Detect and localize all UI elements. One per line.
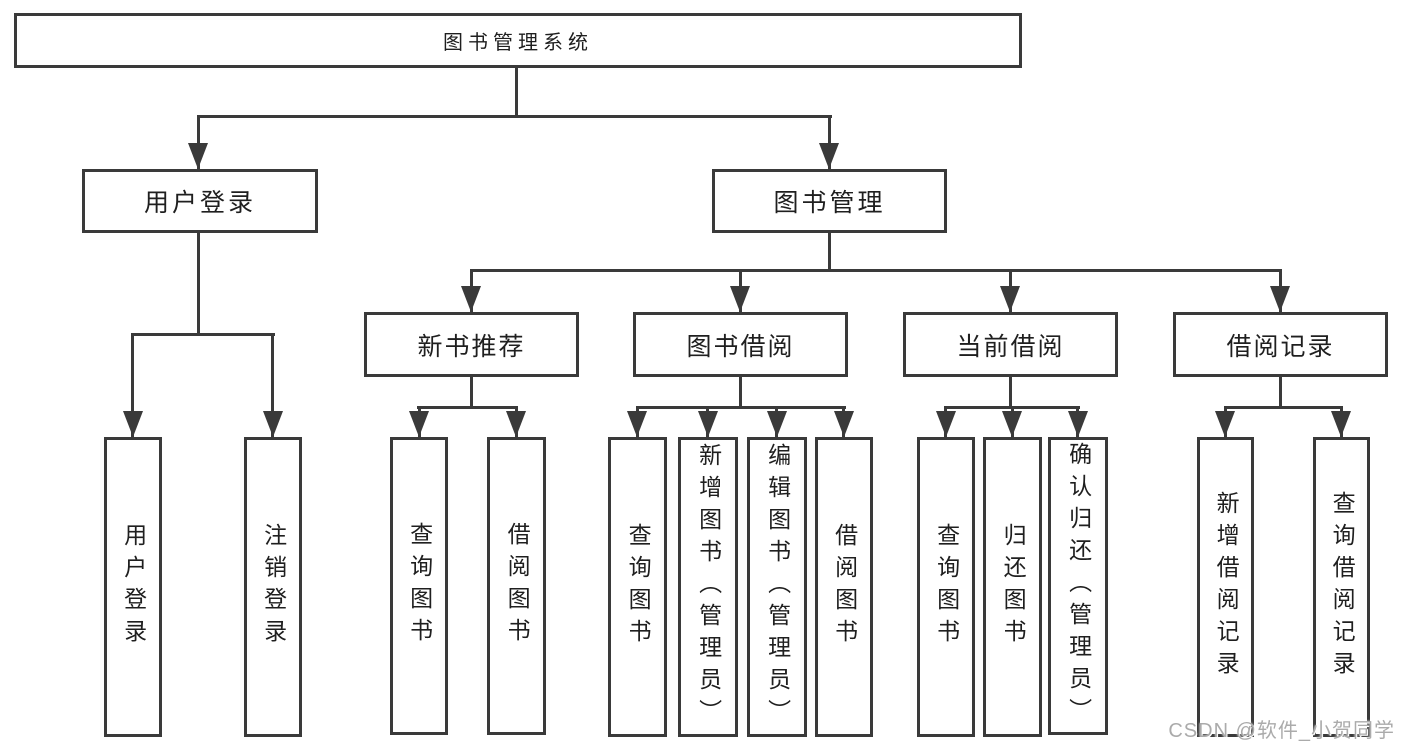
leaf-label: 查询图书 xyxy=(625,523,652,651)
leaf-label: 借阅图书 xyxy=(504,522,531,650)
arrowhead-down-icon xyxy=(188,143,208,169)
arrowhead-down-icon xyxy=(263,411,283,437)
node-user-login: 用户登录 xyxy=(82,169,318,233)
node-new-book-recommend: 新书推荐 xyxy=(364,312,579,377)
connector-line xyxy=(417,406,518,409)
connector-line xyxy=(271,333,274,437)
arrowhead-down-icon xyxy=(1215,411,1235,437)
node-borrow-records: 借阅记录 xyxy=(1173,312,1388,377)
leaf-recommend-query-books: 查询图书 xyxy=(390,437,448,735)
connector-line xyxy=(1279,377,1282,409)
leaf-label: 注销登录 xyxy=(260,523,287,651)
leaf-recommend-borrow-books: 借阅图书 xyxy=(487,437,546,735)
arrowhead-down-icon xyxy=(506,411,526,437)
leaf-label: 查询图书 xyxy=(406,522,433,650)
leaf-logout: 注销登录 xyxy=(244,437,302,737)
leaf-borrow-edit-books-admin: 编辑图书（管理员） xyxy=(747,437,807,737)
connector-line xyxy=(739,377,742,409)
arrowhead-down-icon xyxy=(834,411,854,437)
arrowhead-down-icon xyxy=(123,411,143,437)
connector-line xyxy=(828,115,831,169)
leaf-current-query-books: 查询图书 xyxy=(917,437,975,737)
connector-line xyxy=(470,377,473,409)
arrowhead-down-icon xyxy=(936,411,956,437)
arrowhead-down-icon xyxy=(627,411,647,437)
connector-line xyxy=(131,333,275,336)
arrowhead-down-icon xyxy=(819,143,839,169)
leaf-label: 新增借阅记录 xyxy=(1213,491,1240,683)
leaf-records-query-record: 查询借阅记录 xyxy=(1313,437,1370,737)
arrowhead-down-icon xyxy=(461,286,481,312)
arrowhead-down-icon xyxy=(1270,286,1290,312)
connector-line xyxy=(515,68,518,118)
node-book-management: 图书管理 xyxy=(712,169,947,233)
connector-line xyxy=(197,115,832,118)
node-book-borrow: 图书借阅 xyxy=(633,312,848,377)
leaf-current-confirm-return-admin: 确认归还（管理员） xyxy=(1048,437,1108,735)
leaf-label: 查询图书 xyxy=(933,523,960,651)
arrowhead-down-icon xyxy=(1000,286,1020,312)
arrowhead-down-icon xyxy=(1068,411,1088,437)
leaf-label: 借阅图书 xyxy=(831,523,858,651)
node-current-borrow: 当前借阅 xyxy=(903,312,1118,377)
connector-line xyxy=(636,406,846,409)
watermark: CSDN @软件_小贺同学 xyxy=(1168,720,1395,742)
connector-line xyxy=(1224,406,1343,409)
arrowhead-down-icon xyxy=(1002,411,1022,437)
connector-line xyxy=(470,269,1282,272)
leaf-user-login: 用户登录 xyxy=(104,437,162,737)
connector-line xyxy=(131,333,134,437)
leaf-records-add-record: 新增借阅记录 xyxy=(1197,437,1254,737)
connector-line xyxy=(197,233,200,335)
leaf-label: 归还图书 xyxy=(1000,523,1027,651)
arrowhead-down-icon xyxy=(698,411,718,437)
leaf-label: 确认归还（管理员） xyxy=(1065,442,1092,730)
leaf-borrow-borrow-books: 借阅图书 xyxy=(815,437,873,737)
connector-line xyxy=(828,233,831,272)
leaf-label: 编辑图书（管理员） xyxy=(764,443,791,731)
leaf-borrow-query-books: 查询图书 xyxy=(608,437,667,737)
arrowhead-down-icon xyxy=(1331,411,1351,437)
leaf-current-return-books: 归还图书 xyxy=(983,437,1042,737)
connector-line xyxy=(1009,377,1012,409)
node-root: 图书管理系统 xyxy=(14,13,1022,68)
arrowhead-down-icon xyxy=(409,411,429,437)
leaf-label: 新增图书（管理员） xyxy=(695,443,722,731)
arrowhead-down-icon xyxy=(767,411,787,437)
leaf-label: 查询借阅记录 xyxy=(1329,491,1356,683)
leaf-label: 用户登录 xyxy=(120,523,147,651)
connector-line xyxy=(197,115,200,169)
arrowhead-down-icon xyxy=(730,286,750,312)
leaf-borrow-add-books-admin: 新增图书（管理员） xyxy=(678,437,738,737)
